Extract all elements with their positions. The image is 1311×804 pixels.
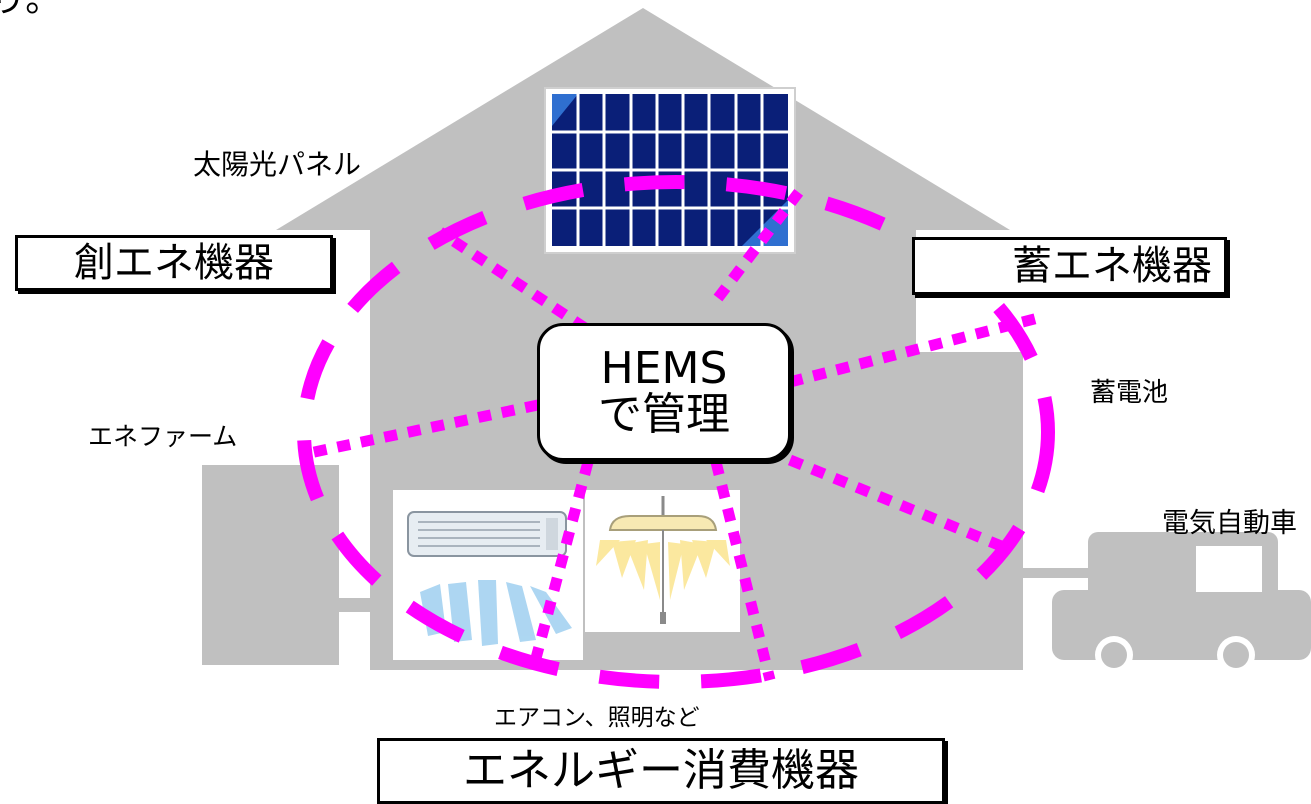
management-ring bbox=[297, 175, 1055, 689]
link-ev bbox=[787, 454, 1009, 554]
link-aircon bbox=[529, 460, 594, 664]
ev-car-icon bbox=[1052, 532, 1311, 674]
ev-label: 電気自動車 bbox=[1162, 508, 1297, 539]
appliances-label: エアコン、照明など bbox=[494, 705, 700, 731]
link-battery bbox=[788, 312, 1040, 388]
consume-energy-category-box: エネルギー消費機器 bbox=[377, 738, 945, 804]
enefarm-pipe bbox=[335, 598, 375, 612]
top-text-fragment: り。 bbox=[0, 0, 61, 18]
hems-hub-box: HEMS で管理 bbox=[537, 323, 791, 461]
ceiling-lamp-icon bbox=[585, 490, 740, 632]
create-energy-category-box: 創エネ機器 bbox=[15, 235, 333, 291]
hems-connections bbox=[298, 184, 1040, 682]
hems-hub-subtitle: で管理 bbox=[598, 389, 730, 440]
consume-energy-category-label: エネルギー消費機器 bbox=[463, 745, 859, 796]
solar-panel-icon bbox=[544, 87, 796, 254]
enefarm-label: エネファーム bbox=[88, 422, 238, 451]
ev-cable bbox=[1020, 568, 1090, 578]
battery-label: 蓄電池 bbox=[1090, 378, 1169, 408]
link-solar-left bbox=[436, 227, 589, 333]
solar-panel-label: 太陽光パネル bbox=[193, 148, 362, 181]
air-conditioner-icon bbox=[393, 490, 583, 660]
store-energy-category-label: 蓄エネ機器 bbox=[1012, 243, 1212, 289]
create-energy-category-label: 創エネ機器 bbox=[74, 240, 274, 286]
link-enefarm bbox=[298, 399, 540, 461]
store-energy-category-box: 蓄エネ機器 bbox=[912, 237, 1227, 295]
hems-hub-title: HEMS bbox=[600, 342, 728, 394]
